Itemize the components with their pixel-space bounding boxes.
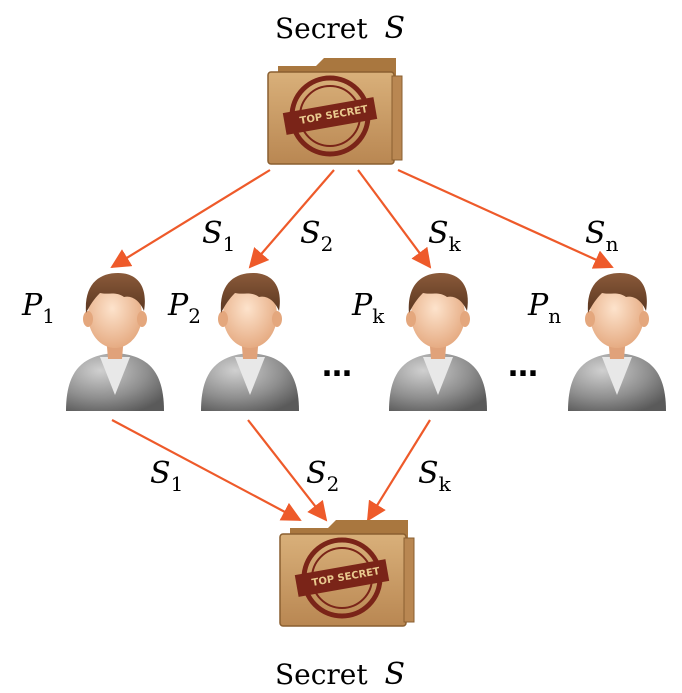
person-icon — [568, 273, 666, 411]
arrow-from-pk — [366, 419, 431, 522]
arrow-to-p1 — [110, 169, 271, 269]
arrow-to-p2 — [248, 169, 335, 269]
person-icon — [389, 273, 487, 411]
dealer-label-s1: S1 — [202, 216, 235, 256]
top-secret-folder-icon: TOP SECRET — [268, 58, 402, 164]
dealer-label-sn: Sn — [585, 216, 619, 256]
bottom-title: Secret S — [275, 657, 405, 692]
reconstruction-arrows — [111, 419, 431, 522]
participant-pk: Pk — [351, 273, 487, 411]
participant-label: P1 — [21, 288, 55, 328]
participant-p2: P2 — [167, 273, 299, 411]
recon-label-s1: S1 — [150, 456, 183, 496]
participant-pn: Pn — [527, 273, 666, 411]
person-icon — [66, 273, 164, 411]
distribution-arrows — [110, 168, 614, 269]
top-title-word: Secret — [275, 12, 368, 45]
reconstructed-secret-folder-icon: TOP SECRET — [280, 520, 414, 626]
top-title-var: S — [384, 11, 405, 46]
dealer-label-s2: S2 — [300, 216, 333, 256]
dealer-label-sk: Sk — [428, 216, 462, 256]
participant-label: Pn — [527, 288, 561, 328]
bottom-title-var: S — [384, 657, 405, 692]
ellipsis-1: … — [322, 349, 352, 384]
recon-label-sk: Sk — [418, 456, 452, 496]
recon-label-s2: S2 — [306, 456, 339, 496]
arrow-from-p1 — [111, 419, 302, 521]
ellipsis-2: … — [508, 349, 538, 384]
arrow-to-pn — [397, 168, 614, 269]
participant-p1: P1 — [21, 273, 164, 411]
arrow-from-p2 — [247, 419, 328, 522]
arrow-to-pk — [357, 169, 432, 269]
participant-label: Pk — [351, 288, 385, 328]
person-icon — [201, 273, 299, 411]
participant-label: P2 — [167, 288, 201, 328]
bottom-title-word: Secret — [275, 658, 368, 691]
top-title: Secret S — [275, 11, 405, 46]
